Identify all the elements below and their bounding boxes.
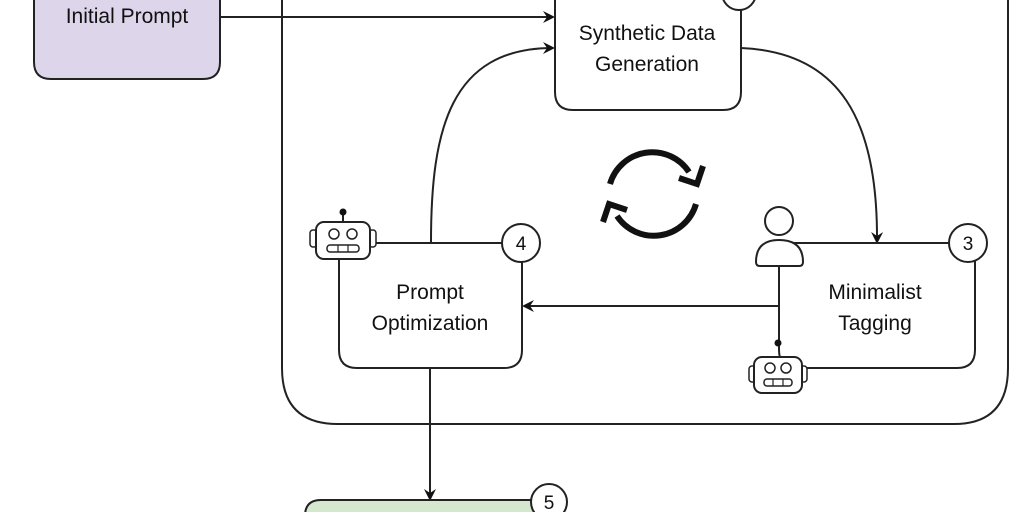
- synthetic-data-label-line2: Generation: [595, 53, 699, 76]
- robot-icon: [748, 356, 808, 394]
- minimalist-tagging-label-line1: Minimalist: [828, 281, 922, 304]
- step-badge-2: [722, 0, 756, 11]
- robot-icon: [309, 208, 377, 260]
- minimalist-tagging-label-line2: Tagging: [838, 312, 912, 335]
- loop-container: [281, 0, 1009, 425]
- synthetic-data-label-line1: Synthetic Data: [579, 22, 716, 45]
- step-badge-3: [948, 223, 988, 263]
- minimalist-tagging-box: [778, 242, 976, 369]
- initial-prompt-box: [33, 0, 221, 80]
- step-number-5: 5: [544, 493, 555, 512]
- synthetic-data-box: [554, 0, 742, 111]
- final-output-box: [304, 499, 551, 512]
- step-badge-5: [530, 483, 568, 512]
- edge-synthetic-to-tagging: [740, 47, 884, 244]
- edge-optimization-to-synthetic: [430, 42, 555, 243]
- step-number-4: 4: [516, 234, 527, 255]
- initial-prompt-label: Initial Prompt: [66, 5, 189, 28]
- prompt-optimization-label-line2: Optimization: [372, 312, 489, 335]
- person-icon: [754, 206, 805, 267]
- step-number-3: 3: [963, 234, 974, 255]
- initial-prompt-node[interactable]: Initial Prompt: [33, 0, 221, 80]
- minimalist-tagging-node[interactable]: Minimalist Tagging 3: [748, 206, 988, 394]
- step-badge-4: [501, 223, 541, 263]
- prompt-optimization-box: [338, 242, 523, 369]
- refresh-cycle-icon: [600, 149, 706, 239]
- final-output-node[interactable]: 5: [304, 483, 568, 512]
- prompt-optimization-node[interactable]: Prompt Optimization 4: [309, 208, 541, 369]
- synthetic-data-node[interactable]: Synthetic Data Generation: [554, 0, 756, 111]
- prompt-optimization-label-line1: Prompt: [396, 281, 464, 304]
